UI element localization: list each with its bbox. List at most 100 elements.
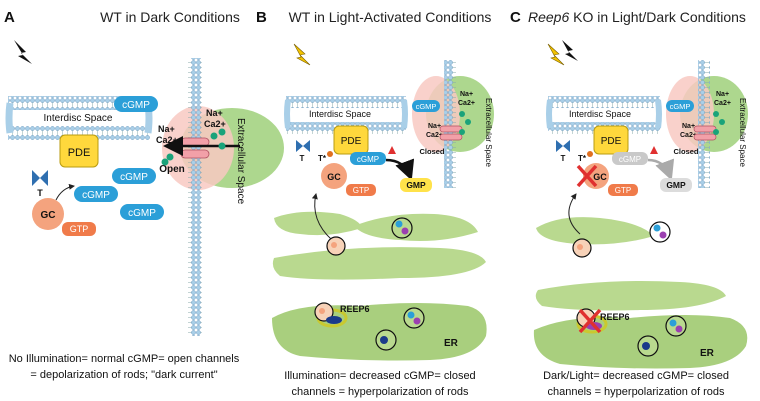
vesicle-cargo [642, 342, 650, 350]
er-tubule [272, 247, 486, 280]
channel-state: Closed [419, 147, 444, 156]
gc-circle [32, 198, 64, 230]
disc [5, 96, 153, 140]
red-arrow-icon [388, 146, 396, 154]
pde-label: PDE [601, 136, 622, 147]
ion-dot [218, 142, 226, 150]
ion-dot [166, 153, 174, 161]
ions-inside-line: Ca2+ [426, 132, 443, 139]
panel-a: A WT in Dark Conditions Interdisc Space … [4, 9, 284, 381]
er-label: ER [700, 348, 715, 359]
transducin-active-label: T* [318, 154, 327, 163]
gc-label: GC [593, 172, 607, 182]
gmp-pill [660, 178, 692, 192]
gtp-label: GTP [615, 186, 631, 195]
ion-dot [210, 132, 218, 140]
vesicle-cargo [319, 308, 325, 314]
caption-line: = depolarization of rods; "dark current" [30, 369, 217, 381]
extracellular-label: Extracellular Space [235, 118, 246, 205]
cgmp-pill [120, 204, 164, 220]
er-body [272, 303, 487, 361]
ions-outside-line: Na+ [460, 91, 473, 98]
gc-arrow [55, 183, 75, 201]
caption-line: channels = hyperpolarization of rods [291, 386, 469, 398]
ions-inside-line: Ca2+ [156, 135, 178, 145]
vesicle [649, 221, 671, 243]
gtp-pill [608, 184, 638, 196]
cgmp-label: cGMP [120, 172, 148, 183]
caption-line: Dark/Light= decreased cGMP= closed [543, 370, 729, 382]
transducin-icon [556, 140, 570, 152]
panel-letter-a: A [4, 9, 15, 26]
transducin-label: T [37, 188, 43, 198]
cgmp-pill [350, 152, 386, 165]
gmp-label: GMP [406, 180, 426, 190]
disc-label: Interdisc Space [569, 109, 631, 119]
er-tubule [536, 217, 654, 245]
ions-inside-line: Ca2+ [680, 132, 697, 139]
ions-inside: Na+Ca2+ [156, 124, 178, 145]
plasma-membrane [698, 60, 710, 188]
cgmp-label: cGMP [128, 208, 156, 219]
ion-dot [459, 129, 465, 135]
transducin-active-label: T* [578, 154, 587, 163]
reep6-label: REEP6 [600, 312, 630, 322]
ions-outside-line: Na+ [206, 108, 223, 118]
ion-dot [218, 128, 226, 136]
ion-dot [161, 158, 169, 166]
transducin-label: T [561, 154, 566, 163]
er-tubule [274, 211, 362, 236]
plasma-membrane [444, 60, 456, 188]
plasma-membrane [188, 58, 202, 336]
gmp-label: GMP [666, 180, 686, 190]
caption-line: channels = hyperpolarization of rods [547, 386, 725, 398]
pde-label: PDE [68, 147, 91, 159]
er-tubule [354, 213, 478, 241]
channel-state: Open [159, 164, 185, 175]
vesicle [665, 315, 687, 337]
disc-label: Interdisc Space [44, 113, 113, 124]
red-arrow-icon [650, 146, 658, 154]
cgmp-pill [112, 168, 156, 184]
pde-block [333, 125, 369, 155]
cgmp-pill [666, 100, 694, 112]
vesicle-cargo [331, 242, 337, 248]
caption-line: No Illumination= normal cGMP= open chann… [9, 353, 240, 365]
gtp-pill [62, 222, 96, 236]
cgmp-pill [114, 96, 158, 112]
trafficking-arrow [311, 193, 333, 241]
vesicle-cargo [653, 224, 661, 232]
transducin-icon [296, 140, 310, 152]
vesicle-cargo [380, 336, 388, 344]
vesicle [391, 217, 413, 239]
ions-outside: Na+Ca2+ [204, 108, 226, 129]
ion-dot [713, 111, 719, 117]
cgmp-label: cGMP [122, 100, 150, 111]
pde-label: PDE [341, 136, 362, 147]
cng-channel [693, 125, 717, 141]
panel-letter-b: B [256, 9, 267, 26]
lightning-icon [14, 40, 32, 64]
ions-outside-line: Ca2+ [458, 100, 475, 107]
ion-dot [459, 111, 465, 117]
cgmp-pill [412, 100, 440, 112]
ions-outside-line: Ca2+ [714, 100, 731, 107]
vesicle-cargo [669, 319, 677, 327]
gtp-label: GTP [353, 186, 369, 195]
cgmp-label: cGMP [619, 155, 641, 164]
panel-c: C Reep6 KO in Light/Dark Conditions Inte… [510, 9, 748, 398]
panel-title-c: Reep6 KO in Light/Dark Conditions [528, 9, 746, 25]
extracellular-label: Extracellular Space [484, 98, 493, 167]
vesicle-cargo [401, 227, 409, 235]
vesicle-cargo [407, 311, 415, 319]
gtp-pill [346, 184, 376, 196]
vesicle-cargo [577, 244, 583, 250]
ions-inside: Na+ Ca2+ [680, 123, 697, 139]
hydrolysis-arrow [647, 158, 675, 181]
transducin-label: T [300, 154, 305, 163]
ions-outside-line: Na+ [716, 91, 729, 98]
ions-inside-line: Na+ [682, 123, 695, 130]
vesicle-cargo [675, 325, 683, 333]
er-tubule [535, 281, 726, 311]
ions-outside: Na+ Ca2+ [458, 91, 475, 107]
